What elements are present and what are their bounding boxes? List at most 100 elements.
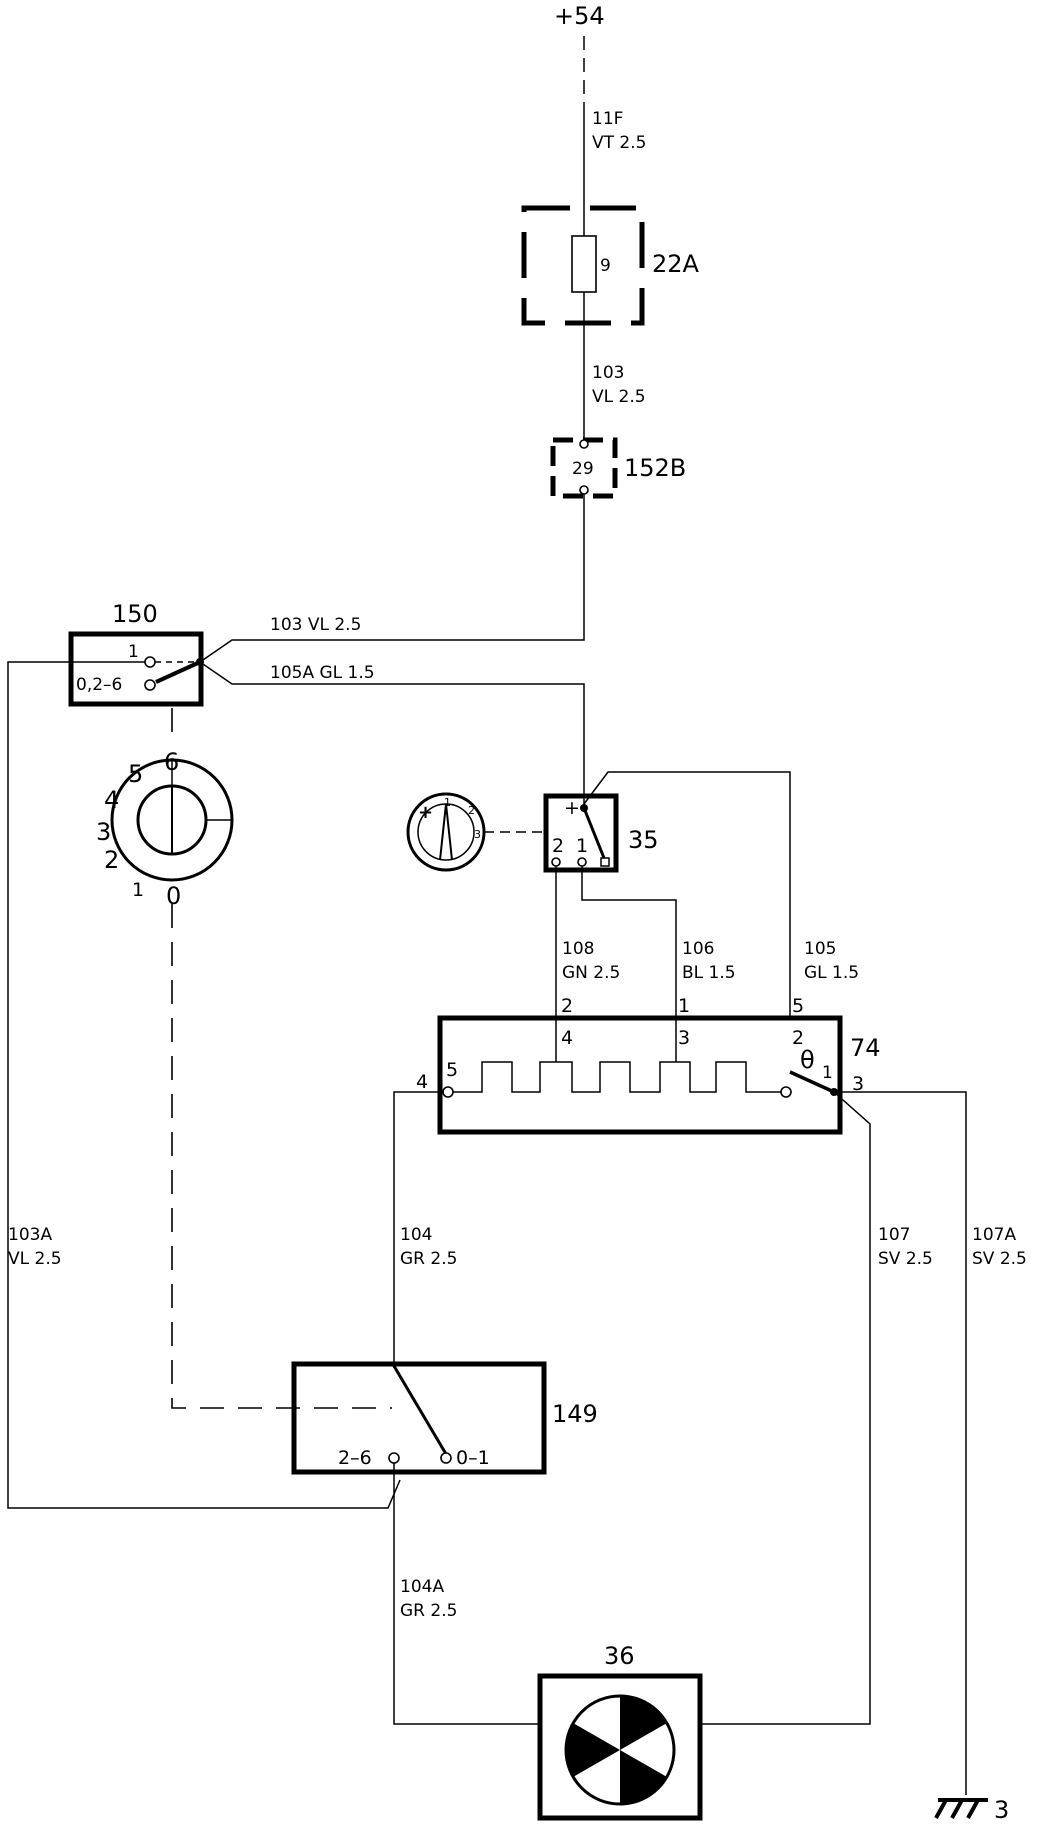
ac-switch-lever	[155, 660, 201, 684]
resistor-thermal-switch	[789, 1070, 835, 1094]
fan-knob-mech-link	[171, 904, 392, 1409]
temp-switch-contact-3	[600, 857, 610, 867]
wire-107a-spec: SV 2.5	[972, 1249, 1027, 1269]
wire-107-id: 107	[878, 1225, 910, 1245]
fan-knob-pos-2: 2	[104, 846, 119, 874]
supply-label: +54	[554, 2, 605, 30]
connector-pin-bottom	[579, 485, 589, 495]
ground-tine-3	[966, 1799, 980, 1819]
resistor-ext-pin-4: 4	[416, 1071, 428, 1093]
fan-motor-frame	[537, 1673, 703, 1821]
wire-103a-id: 103A	[8, 1225, 52, 1245]
temp-switch-contact-2	[551, 857, 561, 867]
wire-104a-id: 104A	[400, 1577, 444, 1597]
connector-pin-number: 29	[572, 459, 594, 479]
wire-104-spec: GR 2.5	[400, 1249, 457, 1269]
relay-149: 149 2–6 0–1	[291, 1361, 598, 1475]
relay-contact-arm	[392, 1365, 448, 1455]
wire-105-line	[583, 771, 791, 1020]
temp-knob-pointer	[439, 803, 453, 861]
fuse-block-frame	[521, 205, 645, 326]
temp-switch-lever	[582, 807, 606, 859]
temp-knob-plus-icon: +	[418, 802, 433, 823]
relay-contact-0-1	[440, 1452, 452, 1464]
temp-switch-pin-2: 2	[552, 835, 564, 857]
wire-105: 105 GL 1.5	[583, 771, 859, 1020]
wire-104: 104 GR 2.5	[393, 1091, 457, 1368]
ac-switch-frame	[68, 631, 204, 707]
resistor-int-pin-4: 4	[561, 1027, 573, 1049]
connector-pin-top	[579, 439, 589, 449]
resistor-theta: θ	[800, 1046, 815, 1074]
ground-label: 3	[994, 1796, 1009, 1824]
fan-knob-pos-4: 4	[104, 786, 119, 814]
ground-symbol: 3	[934, 1796, 1009, 1824]
wire-105-id: 105	[804, 939, 836, 959]
temp-switch-pin-1: 1	[576, 835, 588, 857]
fuse-number: 9	[600, 256, 611, 276]
fan-knob-pos-0: 0	[166, 882, 181, 910]
wire-103-horizontal: 103 VL 2.5	[199, 494, 585, 663]
ac-switch-contact-0-2-6	[144, 679, 156, 691]
ac-switch-contact-1	[144, 656, 156, 668]
ac-switch-pivot	[196, 658, 204, 666]
ac-switch-label: 150	[112, 600, 158, 628]
resistor-int-pin-1: 1	[822, 1063, 833, 1083]
wire-107-line	[700, 1091, 871, 1725]
fuse-block-label: 22A	[652, 250, 700, 278]
temp-knob-pos-2: 2	[468, 804, 475, 817]
wire-103a-spec: VL 2.5	[8, 1249, 62, 1269]
connector-label: 152B	[624, 454, 686, 482]
wire-106-id: 106	[682, 939, 714, 959]
resistor-contact-2	[780, 1086, 792, 1098]
fan-knob-pos-5: 5	[128, 760, 143, 788]
wire-11f: 11F VT 2.5	[583, 109, 646, 236]
wire-103-spec: VL 2.5	[592, 387, 646, 407]
wire-104-id: 104	[400, 1225, 432, 1245]
connector-152b: 29 152B	[550, 437, 686, 499]
fuse-icon	[571, 235, 597, 293]
ground-tine-2	[950, 1799, 964, 1819]
temp-switch-frame	[543, 793, 619, 873]
resistor-ext-pin-5: 5	[792, 995, 804, 1017]
wire-103-h-line	[199, 494, 585, 663]
wire-108-spec: GN 2.5	[562, 963, 620, 983]
relay-label: 149	[552, 1400, 598, 1428]
temp-switch-35: + 2 1 35	[543, 793, 659, 873]
resistor-ext-pin-1: 1	[678, 995, 690, 1017]
resistor-int-pin-3: 3	[678, 1027, 690, 1049]
wire-104a: 104A GR 2.5	[393, 1463, 540, 1725]
resistor-label: 74	[850, 1034, 881, 1062]
resistor-frame	[437, 1015, 843, 1135]
ac-switch-pin-b: 0,2–6	[76, 675, 122, 695]
wire-105a-label: 105A GL 1.5	[270, 663, 375, 683]
relay-frame	[291, 1361, 547, 1475]
relay-contact-2-6	[388, 1452, 400, 1464]
wire-106-line	[581, 866, 677, 1062]
resistor-int-pin-2: 2	[792, 1027, 804, 1049]
fan-motor-36: 36	[537, 1642, 703, 1821]
supply-terminal: +54	[554, 2, 605, 110]
temp-switch-contact-1	[577, 857, 587, 867]
wire-105a: 105A GL 1.5	[199, 661, 585, 808]
ac-switch-pin-a: 1	[128, 642, 139, 662]
relay-pos-a: 2–6	[338, 1447, 372, 1469]
wire-105-spec: GL 1.5	[804, 963, 859, 983]
resistor-contact-5	[442, 1086, 454, 1098]
resistor-ext-pin-2: 2	[561, 995, 573, 1017]
wire-108: 108 GN 2.5	[555, 866, 620, 1062]
wire-103-id: 103	[592, 363, 624, 383]
fan-knob-pos-1: 1	[132, 879, 144, 901]
ground-tine-1	[934, 1799, 948, 1819]
temp-switch-label: 35	[628, 826, 659, 854]
resistor-coil	[450, 1061, 782, 1093]
wire-11f-id: 11F	[592, 109, 623, 129]
fan-knob-pos-3: 3	[96, 818, 111, 846]
wire-108-id: 108	[562, 939, 594, 959]
fan-knob-pos-6: 6	[164, 748, 179, 776]
wire-107a: 107A SV 2.5	[834, 1091, 1027, 1795]
temp-switch-plus: +	[564, 797, 580, 819]
wire-11f-spec: VT 2.5	[592, 133, 646, 153]
wire-103a-line	[7, 661, 401, 1509]
